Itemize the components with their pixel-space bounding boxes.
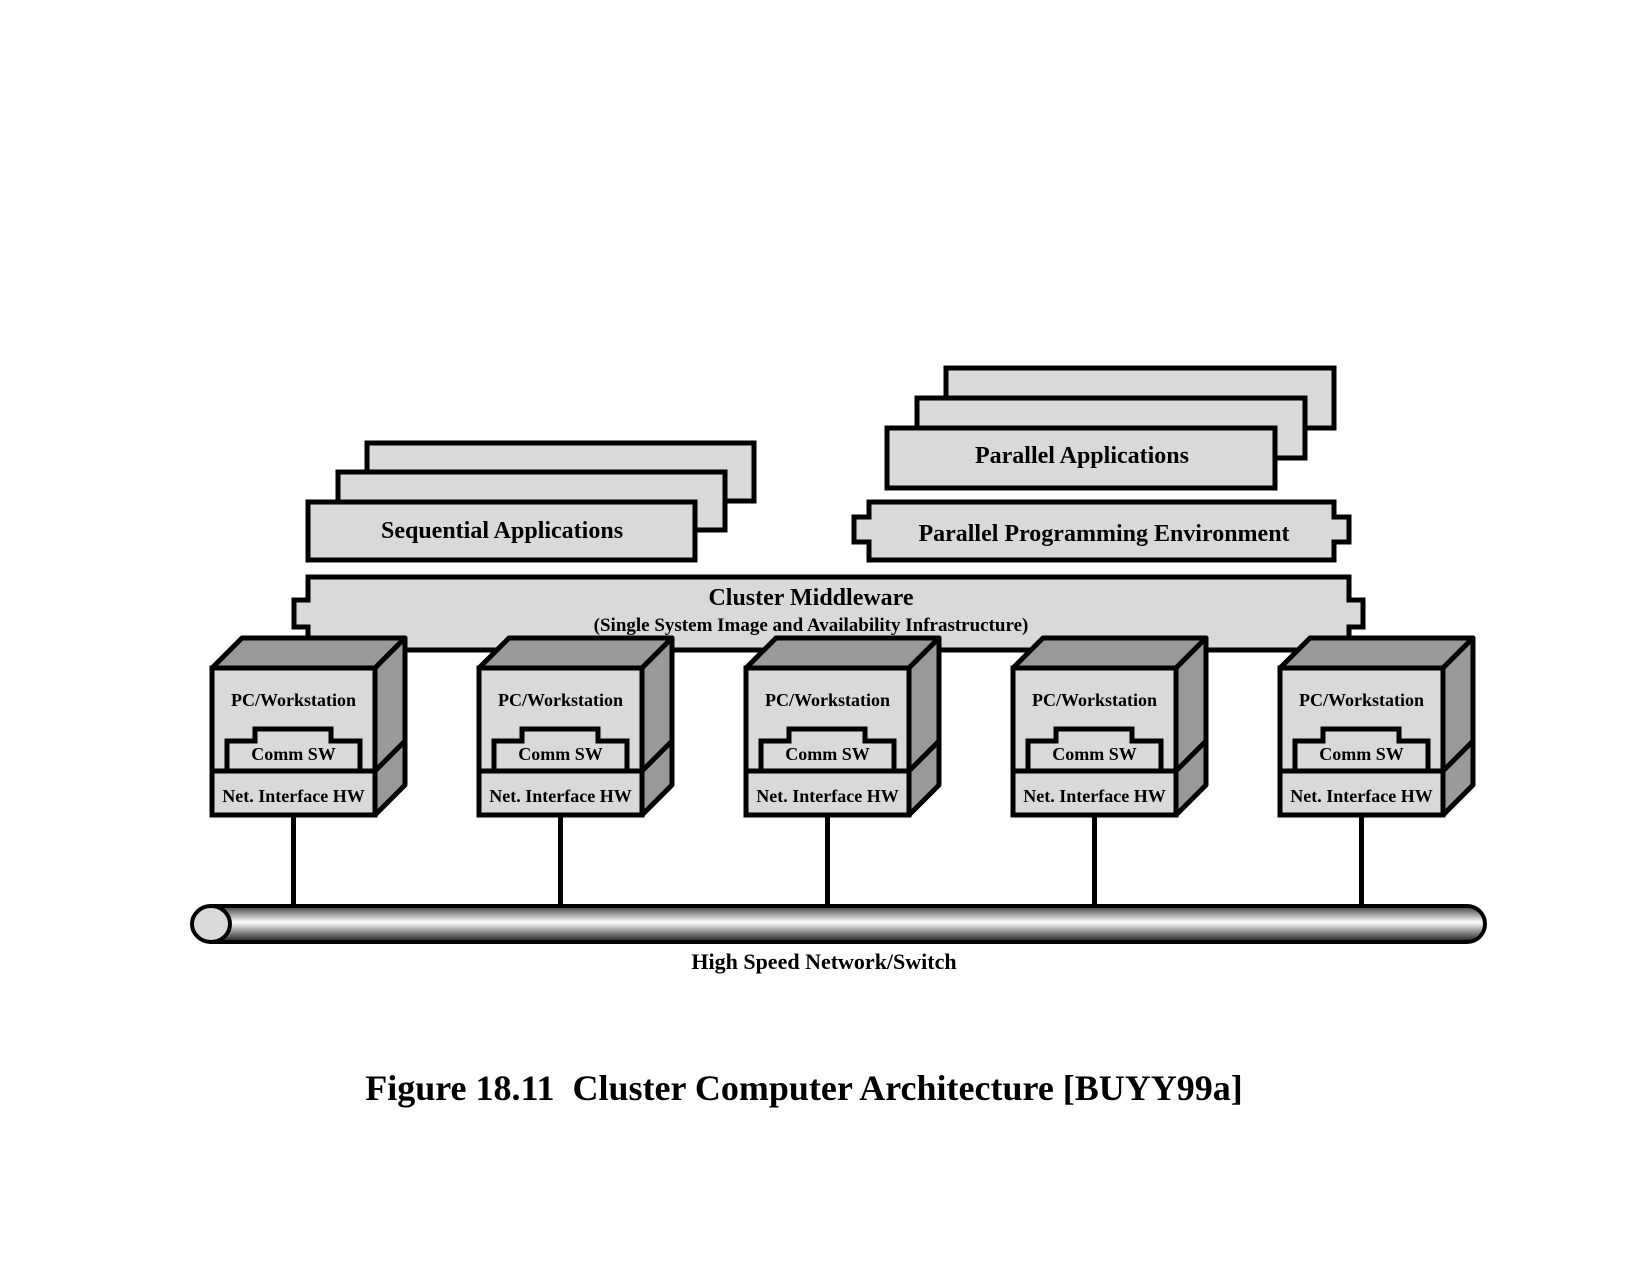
parallel-applications-stack	[884, 365, 1337, 491]
figure-caption: Figure 18.11 Cluster Computer Architectu…	[365, 1068, 1243, 1108]
net-interface-hw-label: Net. Interface HW	[756, 786, 898, 806]
comm-sw-label: Comm SW	[1319, 744, 1404, 764]
comm-sw-box	[1292, 726, 1431, 771]
node-side-divider	[640, 739, 674, 773]
cluster-middleware-subtitle: (Single System Image and Availability In…	[594, 615, 1029, 636]
node-side-face	[1440, 635, 1476, 818]
comm-sw-box	[1025, 726, 1164, 771]
sequential-applications-label: Sequential Applications	[381, 518, 623, 544]
parallel-applications-label: Parallel Applications	[975, 443, 1189, 469]
node-side-face	[1173, 635, 1209, 818]
net-interface-hw-label: Net. Interface HW	[489, 786, 631, 806]
comm-sw-label: Comm SW	[251, 744, 336, 764]
net-interface-hw-label: Net. Interface HW	[1023, 786, 1165, 806]
node-side-divider	[1174, 739, 1208, 773]
comm-sw-label: Comm SW	[785, 744, 870, 764]
cluster-middleware-title: Cluster Middleware	[708, 585, 913, 611]
comm-sw-box	[224, 726, 363, 771]
sequential-applications-stack	[305, 440, 757, 563]
network-pipe-end-cap	[190, 904, 232, 944]
sequential-app-front-box	[305, 499, 698, 563]
node-side-divider	[373, 739, 407, 773]
node-side-divider	[1441, 739, 1475, 773]
node-side-face	[639, 635, 675, 818]
comm-sw-box	[758, 726, 897, 771]
network-label: High Speed Network/Switch	[691, 949, 956, 974]
pc-workstation-label: PC/Workstation	[1299, 690, 1424, 710]
comm-sw-label: Comm SW	[1052, 744, 1137, 764]
pc-workstation-label: PC/Workstation	[1032, 690, 1157, 710]
high-speed-network-pipe	[190, 904, 1487, 944]
node-side-face	[372, 635, 408, 818]
node-side-divider	[907, 739, 941, 773]
pc-workstation-label: PC/Workstation	[765, 690, 890, 710]
parallel-programming-environment-label: Parallel Programming Environment	[918, 521, 1289, 547]
parallel-app-front-box	[884, 425, 1278, 491]
pc-workstation-label: PC/Workstation	[498, 690, 623, 710]
comm-sw-label: Comm SW	[518, 744, 603, 764]
comm-sw-box	[491, 726, 630, 771]
node-side-face	[906, 635, 942, 818]
net-interface-hw-label: Net. Interface HW	[222, 786, 364, 806]
parallel-programming-environment-box	[851, 499, 1352, 563]
net-interface-hw-label: Net. Interface HW	[1290, 786, 1432, 806]
network-pipe-body	[209, 904, 1487, 944]
pc-workstation-label: PC/Workstation	[231, 690, 356, 710]
